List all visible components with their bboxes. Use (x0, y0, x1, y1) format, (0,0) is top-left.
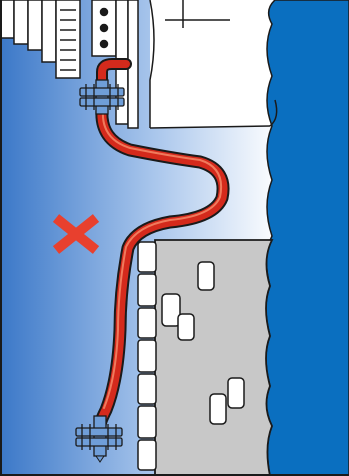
ship-hull-icon (0, 0, 349, 128)
ship-structure (0, 0, 278, 129)
pipe-flange-icon (75, 415, 123, 463)
quay-wall-icon (154, 239, 274, 476)
fender-icon (137, 241, 157, 471)
hose (93, 58, 230, 433)
x-mark-icon (52, 214, 100, 254)
sea-band (265, 0, 349, 476)
pipe-flange-icon (79, 79, 125, 115)
